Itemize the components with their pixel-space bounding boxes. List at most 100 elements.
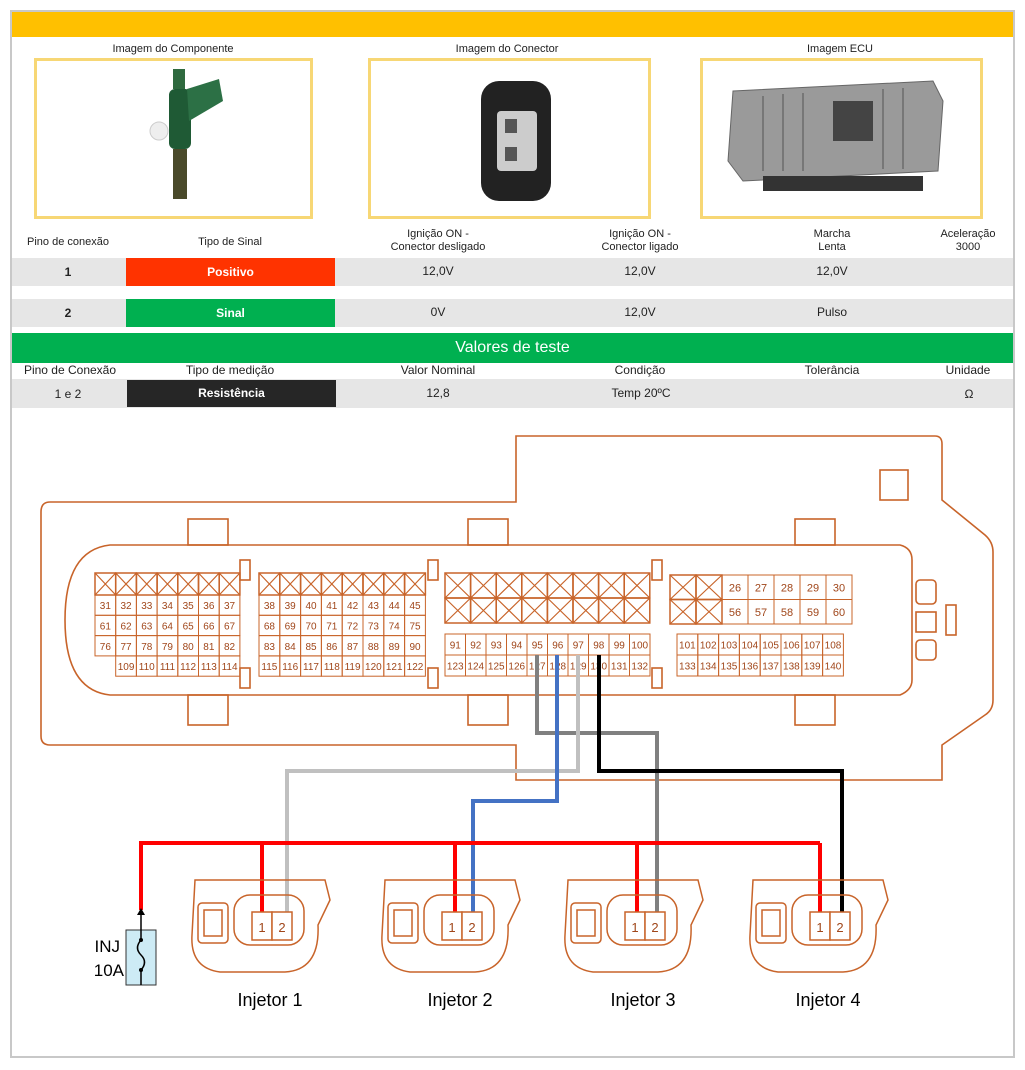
injector-pin-1: 1 <box>258 920 265 935</box>
pin-number: 135 <box>721 662 738 673</box>
pin-number: 122 <box>407 662 424 673</box>
pin-57: 57 <box>747 599 775 625</box>
pin-94: 94 <box>506 633 528 656</box>
pin-number: 44 <box>389 601 401 612</box>
pin-number: 101 <box>679 641 696 652</box>
pin-96: 96 <box>547 633 569 656</box>
pin-number: 109 <box>118 662 135 673</box>
test-header-type: Tipo de medição <box>185 363 275 377</box>
pin-112: 112 <box>177 655 200 677</box>
pin-number: 91 <box>450 641 462 652</box>
blocked-pin <box>572 597 600 624</box>
pin-number: 98 <box>593 641 605 652</box>
pin-number: 60 <box>833 607 845 619</box>
pin-number: 39 <box>285 601 297 612</box>
pin-number: 81 <box>203 642 215 653</box>
pin-number: 61 <box>100 621 112 632</box>
pin-number: 114 <box>222 662 238 673</box>
pin-132: 132 <box>629 654 651 677</box>
pin-125: 125 <box>485 654 507 677</box>
pin-58: 58 <box>773 599 801 625</box>
pin-number: 116 <box>282 662 298 673</box>
pin-39: 39 <box>279 594 302 616</box>
pin-number: 134 <box>700 662 717 673</box>
injector-pin-1: 1 <box>816 920 823 935</box>
pin-98: 98 <box>588 633 610 656</box>
pin-number: 94 <box>511 641 523 652</box>
pin-37: 37 <box>218 594 241 616</box>
blocked-pin <box>695 574 723 601</box>
pin-120: 120 <box>362 655 385 677</box>
blocked-pin <box>597 572 625 599</box>
pin-number: 41 <box>326 601 338 612</box>
blocked-pin <box>114 572 138 596</box>
pin-number: 79 <box>162 642 174 653</box>
pin-83: 83 <box>258 635 281 657</box>
pin-number: 45 <box>409 601 421 612</box>
pin-74: 74 <box>383 614 406 637</box>
pin-number: 69 <box>285 621 297 632</box>
pin-number: 107 <box>804 641 821 652</box>
pin-135: 135 <box>718 654 740 677</box>
header-pin: Pino de conexão <box>27 236 109 248</box>
pin-123: 123 <box>444 654 466 677</box>
pin-number: 64 <box>162 621 174 632</box>
pin-31: 31 <box>94 594 117 616</box>
blocked-pin <box>572 572 600 599</box>
pin-75: 75 <box>404 614 426 637</box>
test-type-badge: Resistência <box>127 380 336 407</box>
test-values-title: Valores de teste <box>12 333 1013 363</box>
wire-pin96-injector2 <box>471 655 559 915</box>
pin-number: 28 <box>781 582 793 594</box>
blocked-pin <box>197 572 220 596</box>
blocked-pin <box>495 597 523 624</box>
pin-139: 139 <box>801 654 824 677</box>
pin-63: 63 <box>135 614 158 637</box>
pin-number: 37 <box>224 601 236 612</box>
pin-97: 97 <box>567 633 589 656</box>
pin-number: 140 <box>825 662 842 673</box>
injector-label: Injetor 2 <box>427 990 492 1010</box>
pin-38: 38 <box>258 594 281 616</box>
pin-56: 56 <box>721 599 749 625</box>
connector-image-label: Imagem do Conector <box>455 43 559 55</box>
pin-77: 77 <box>115 635 137 657</box>
pin-number: 29 <box>807 582 819 594</box>
injector-picture <box>149 69 223 199</box>
header-ign-off: Ignição ON - Conector desligado <box>390 228 486 253</box>
pin-73: 73 <box>362 614 385 637</box>
test-header-condition: Condição <box>614 363 666 377</box>
pin-number: 43 <box>368 601 380 612</box>
blocked-pin <box>320 572 343 596</box>
pin-108: 108 <box>822 633 844 656</box>
pin-number: 110 <box>139 662 155 673</box>
blocked-pin <box>279 572 302 596</box>
pin-113: 113 <box>198 655 220 677</box>
pin-number: 56 <box>729 607 741 619</box>
pin-80: 80 <box>177 635 200 657</box>
pin-102: 102 <box>697 633 720 656</box>
component-image-label: Imagem do Componente <box>112 43 234 55</box>
pin-40: 40 <box>300 594 322 616</box>
blocked-pin <box>546 572 574 599</box>
pin-number: 31 <box>100 601 112 612</box>
injector-label: Injetor 4 <box>795 990 860 1010</box>
test-header-tolerance: Tolerância <box>804 363 860 377</box>
blocked-pin <box>403 572 427 596</box>
wire-pin98-injector4 <box>597 655 844 915</box>
pin-117: 117 <box>300 655 322 677</box>
signal-pin: 1 <box>64 265 72 279</box>
pin-number: 78 <box>141 642 153 653</box>
pin-number: 99 <box>614 641 626 652</box>
signal-ign-on: 12,0V <box>624 264 656 278</box>
pin-64: 64 <box>156 614 179 637</box>
pin-30: 30 <box>825 574 853 600</box>
pin-91: 91 <box>444 633 466 656</box>
pin-72: 72 <box>341 614 364 637</box>
connector-picture <box>481 81 551 201</box>
pin-137: 137 <box>759 654 782 677</box>
pin-number: 68 <box>264 621 276 632</box>
pin-number: 27 <box>755 582 767 594</box>
pin-number: 108 <box>825 641 842 652</box>
header-ign-on: Ignição ON - Conector ligado <box>601 228 679 253</box>
